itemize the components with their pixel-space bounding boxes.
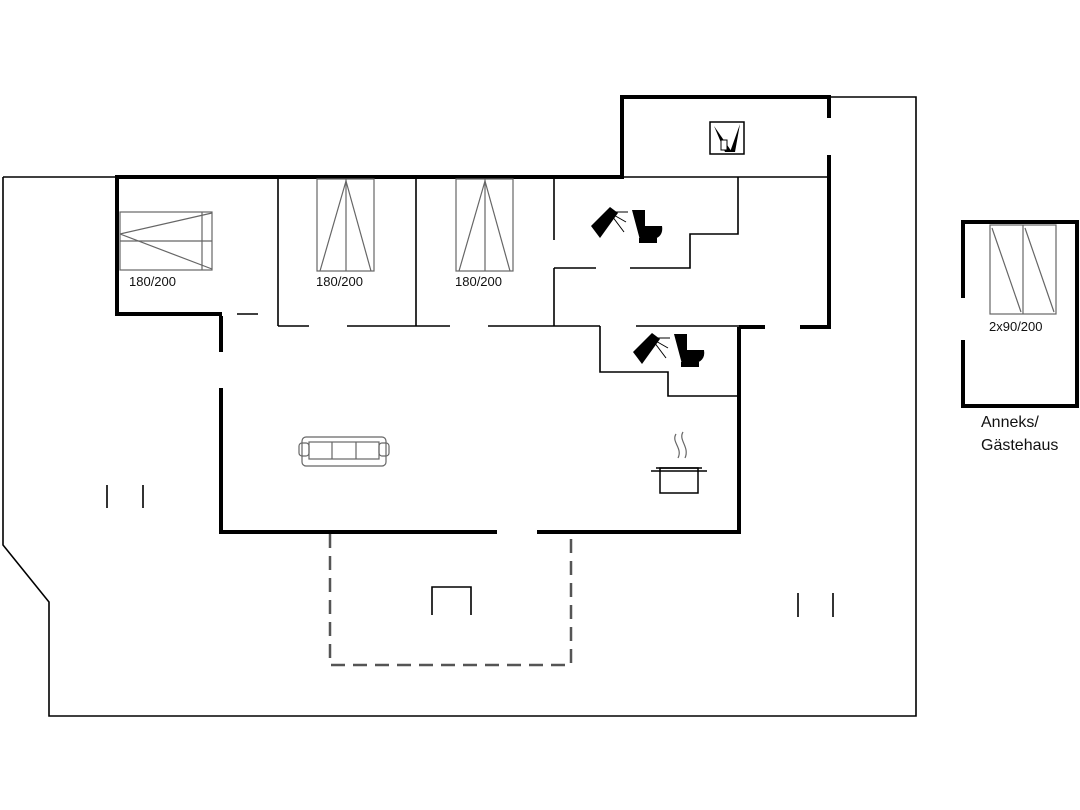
bed-bedroom-3: 180/200 bbox=[455, 178, 514, 289]
cooking-pot-icon bbox=[651, 431, 707, 494]
toilet-icon-2 bbox=[674, 334, 705, 367]
bed-size-label-annex: 2x90/200 bbox=[989, 319, 1043, 334]
bed-size-label-bedroom-2: 180/200 bbox=[316, 274, 363, 289]
shower-icon bbox=[591, 207, 628, 238]
bed-bedroom-2: 180/200 bbox=[316, 178, 375, 289]
annex-caption-line-1: Anneks/ bbox=[981, 414, 1039, 431]
bed-size-label-bedroom-3: 180/200 bbox=[455, 274, 502, 289]
terrace-markers bbox=[106, 485, 834, 617]
boiler-icon bbox=[709, 121, 745, 155]
toilet-icon bbox=[632, 210, 663, 243]
covered-terrace bbox=[328, 534, 573, 667]
interior-walls bbox=[237, 176, 829, 397]
table-icon bbox=[431, 586, 472, 615]
bed-size-label-bedroom-1: 180/200 bbox=[129, 274, 176, 289]
exterior-walls bbox=[115, 95, 831, 534]
sofa-icon bbox=[298, 436, 390, 467]
bed-bedroom-1: 180/200 bbox=[119, 211, 213, 289]
shower-icon-2 bbox=[633, 333, 670, 364]
annex-building: 2x90/200 bbox=[961, 220, 1079, 408]
property-outline bbox=[2, 96, 917, 717]
annex-caption-line-2: Gästehaus bbox=[981, 437, 1058, 454]
